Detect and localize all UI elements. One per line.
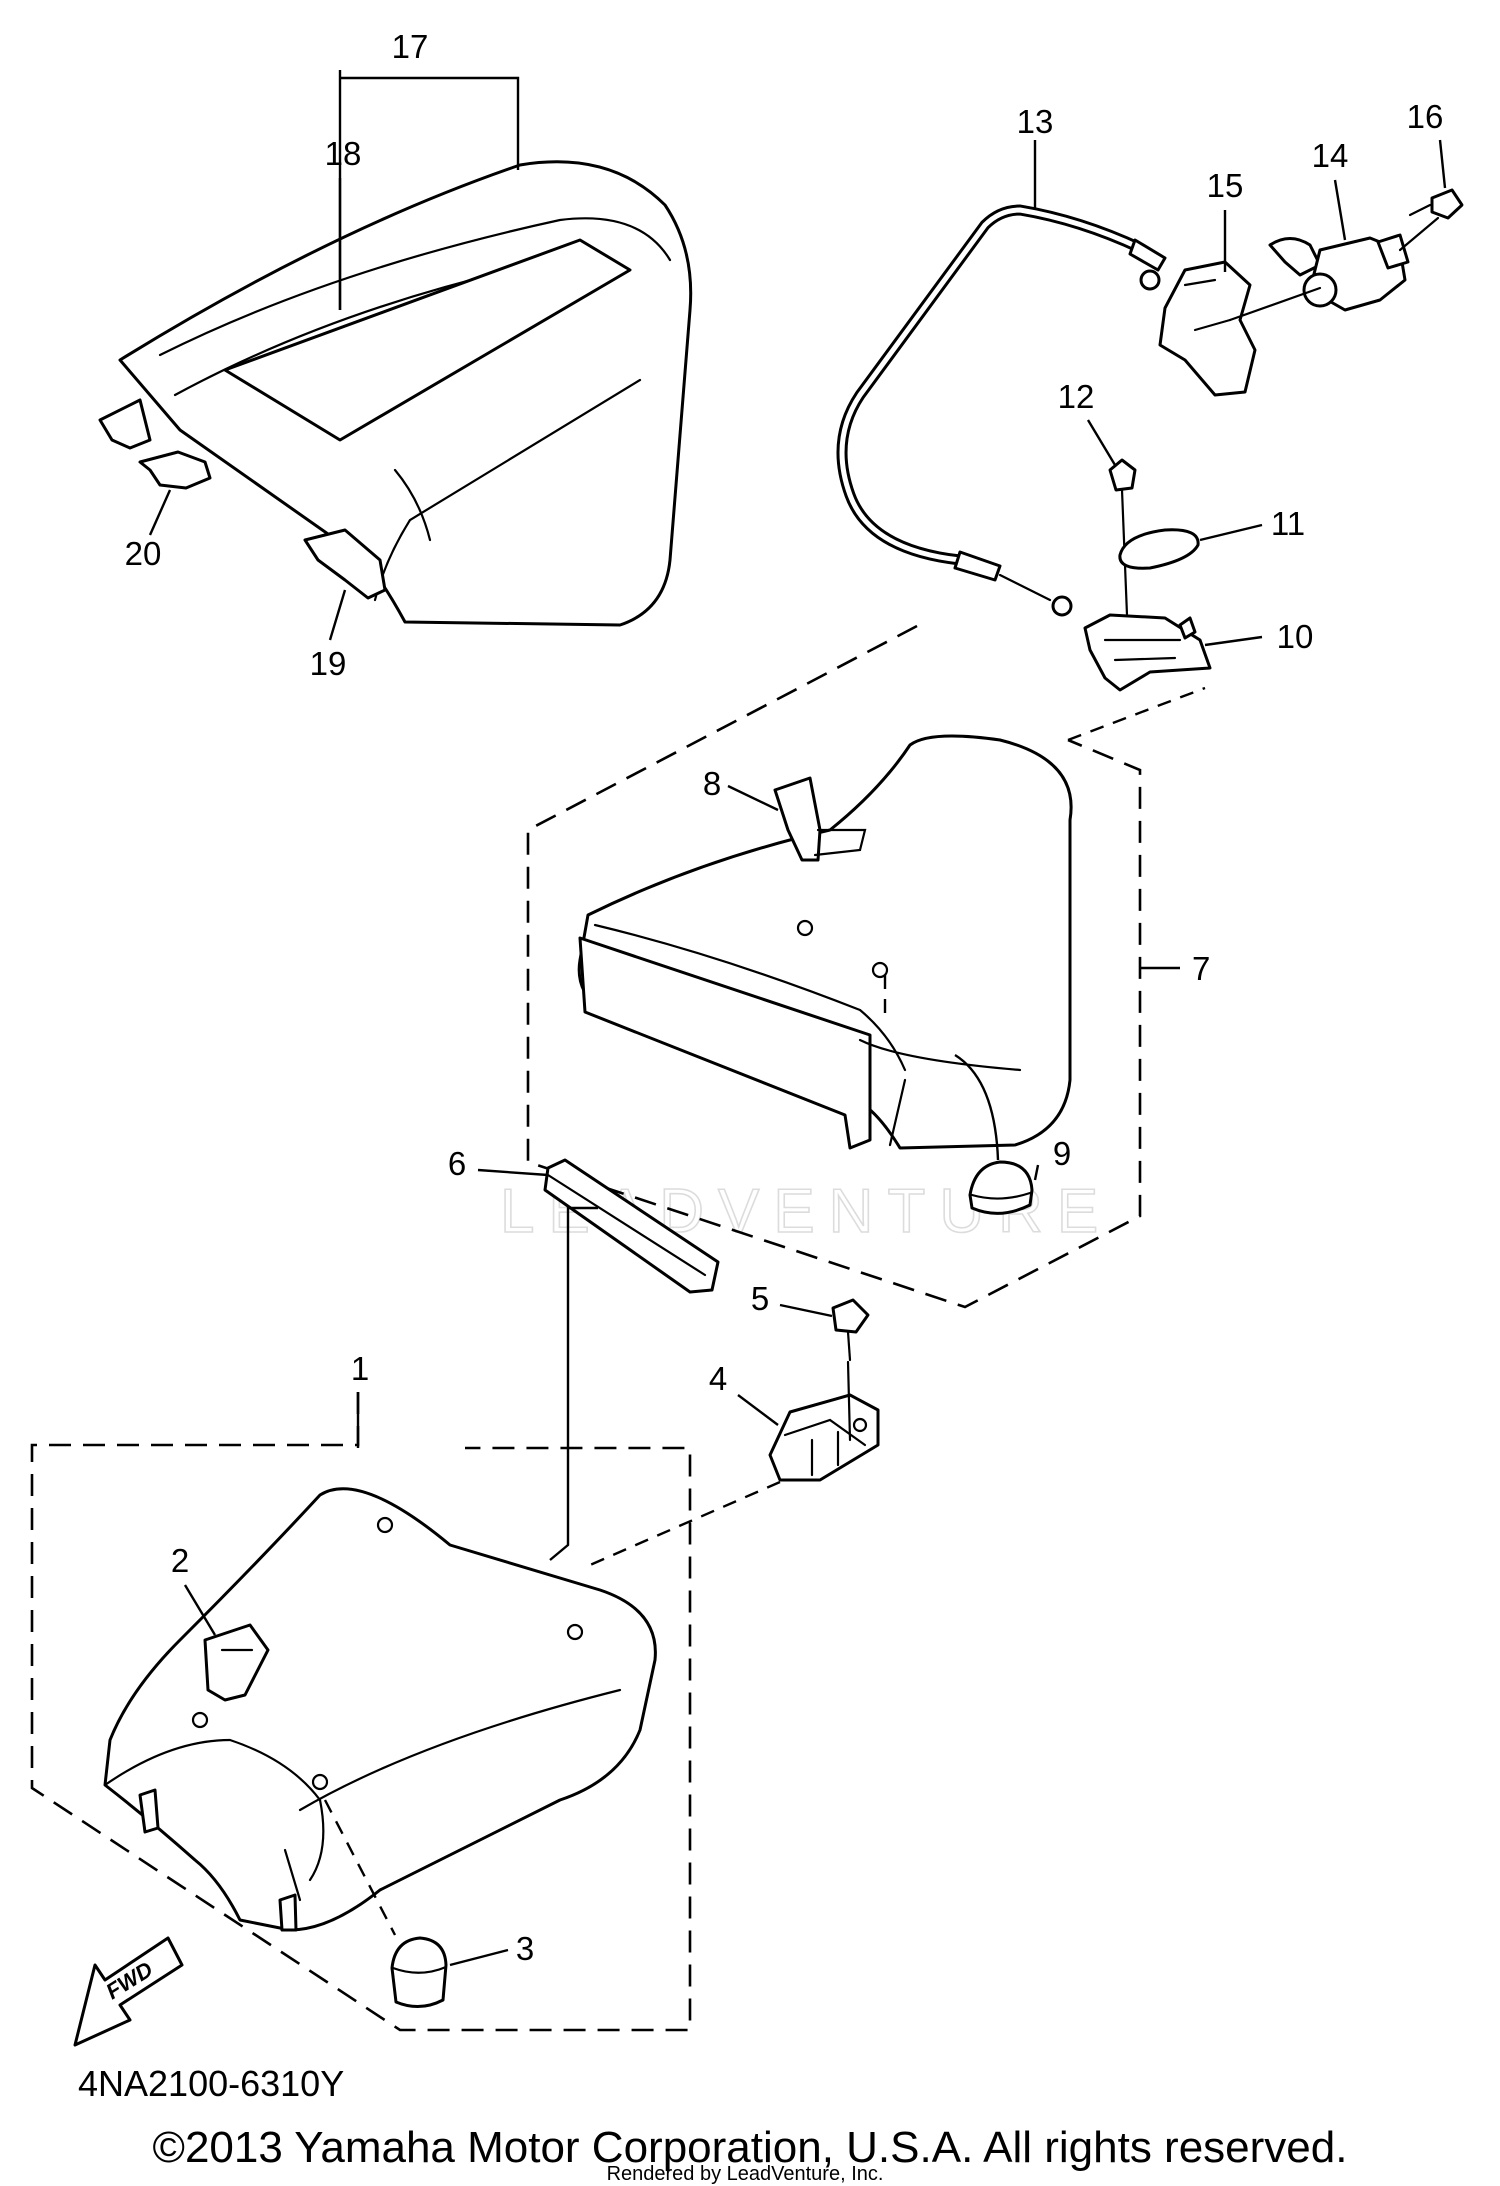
part-number-19: 19 [310,645,347,682]
cowl-bracket-19 [303,528,387,600]
plate-11 [1118,528,1200,570]
part-number-18: 18 [325,135,362,172]
seat-cowl-assembly [98,160,693,627]
part-number-16: 16 [1407,98,1444,135]
part-number-2: 2 [171,1542,189,1579]
part-number-17: 17 [392,28,429,65]
part-number-7: 7 [1192,950,1210,987]
part-number-8: 8 [703,765,721,802]
rendered-by-credit: Rendered by LeadVenture, Inc. [607,2163,884,2185]
part-number-13: 13 [1017,103,1054,140]
part-number-9: 9 [1053,1135,1071,1172]
seat-strap-2 [203,1623,270,1702]
part-number-6: 6 [448,1145,466,1182]
part-number-1: 1 [351,1350,369,1387]
seat-hook-assembly [1083,458,1212,692]
front-seat [103,1487,657,1932]
cowl-bracket-20 [138,450,212,490]
seat-lock-assembly [1158,188,1464,397]
rear-seat-group-outline [526,624,1142,1309]
part-number-5: 5 [751,1280,769,1317]
seat-strip-6 [543,1158,720,1294]
forward-direction-arrow: FWD [73,1936,184,2047]
front-seat-group-outline [30,1392,692,2032]
part-number-3: 3 [516,1930,534,1967]
part-number-15: 15 [1207,167,1244,204]
diagram-code: 4NA2100-6310Y [78,2063,344,2104]
bolt-5 [831,1298,870,1442]
rear-seat [577,734,1073,1150]
part-number-10: 10 [1277,618,1314,655]
seat-bracket-4 [768,1393,880,1482]
bolt-16 [1430,188,1464,220]
hook-10 [1083,613,1212,692]
damper-9 [968,1160,1034,1215]
nut-12 [1108,458,1137,492]
part-number-14: 14 [1312,137,1349,174]
seat-strap-8 [773,776,822,862]
seat-lock-cable [836,204,1167,617]
part-number-11: 11 [1271,505,1305,542]
part-number-20: 20 [125,535,162,572]
damper-3 [390,1936,448,2008]
copyright-notice: ©2013 Yamaha Motor Corporation, U.S.A. A… [153,2123,1348,2172]
part-number-12: 12 [1058,378,1095,415]
part-number-4: 4 [709,1360,727,1397]
